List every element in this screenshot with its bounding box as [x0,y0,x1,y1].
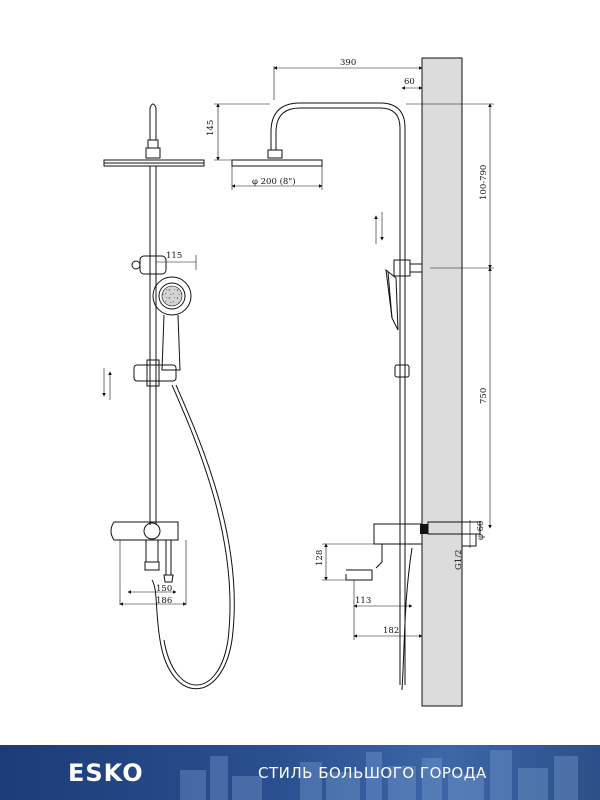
top-pipe [149,103,157,140]
dim-186: 186 [156,596,172,606]
connector [427,521,481,535]
front-view: 150 186 115 [102,103,235,690]
dim-128: 128 [315,550,325,566]
slogan: СТИЛЬ БОЛЬШОГО ГОРОДА [258,764,487,782]
dim-100-790: 100-790 [479,165,489,200]
brand-logo: ESKO [68,759,144,787]
dim-182: 182 [383,626,399,636]
shower-arm [275,107,401,150]
hose [151,384,235,690]
dim-60: 60 [404,77,415,87]
dim-113: 113 [355,596,371,606]
hand-shower-handle [161,314,181,371]
shower-head-side [231,159,323,167]
mixer-side [373,523,423,545]
dim-150: 150 [156,584,172,594]
side-view: 390 60 145 φ 200 (8") 100-790 750 [206,57,494,707]
dim-200: φ 200 (8") [252,176,296,187]
wall [421,57,463,707]
dim-390: 390 [340,58,356,68]
dim-g12: G1/2 [454,550,464,570]
footer-banner: ESKO СТИЛЬ БОЛЬШОГО ГОРОДА [0,745,600,800]
mixer-body [110,521,179,541]
dim-115: 115 [166,251,182,261]
bracket [393,259,411,277]
wall-holder [139,255,167,275]
hand-shower-side [385,268,399,331]
dim-750: 750 [479,388,489,404]
hand-shower-head [152,276,192,316]
head-connector [147,139,159,149]
dim-145: 145 [206,120,216,136]
dim-phi60: φ 60 [476,521,486,540]
shower-head [103,159,205,167]
spout-side [345,569,373,581]
technical-drawing: 150 186 115 390 60 145 φ 200 (8") [102,57,494,707]
slide-holder [133,364,177,382]
